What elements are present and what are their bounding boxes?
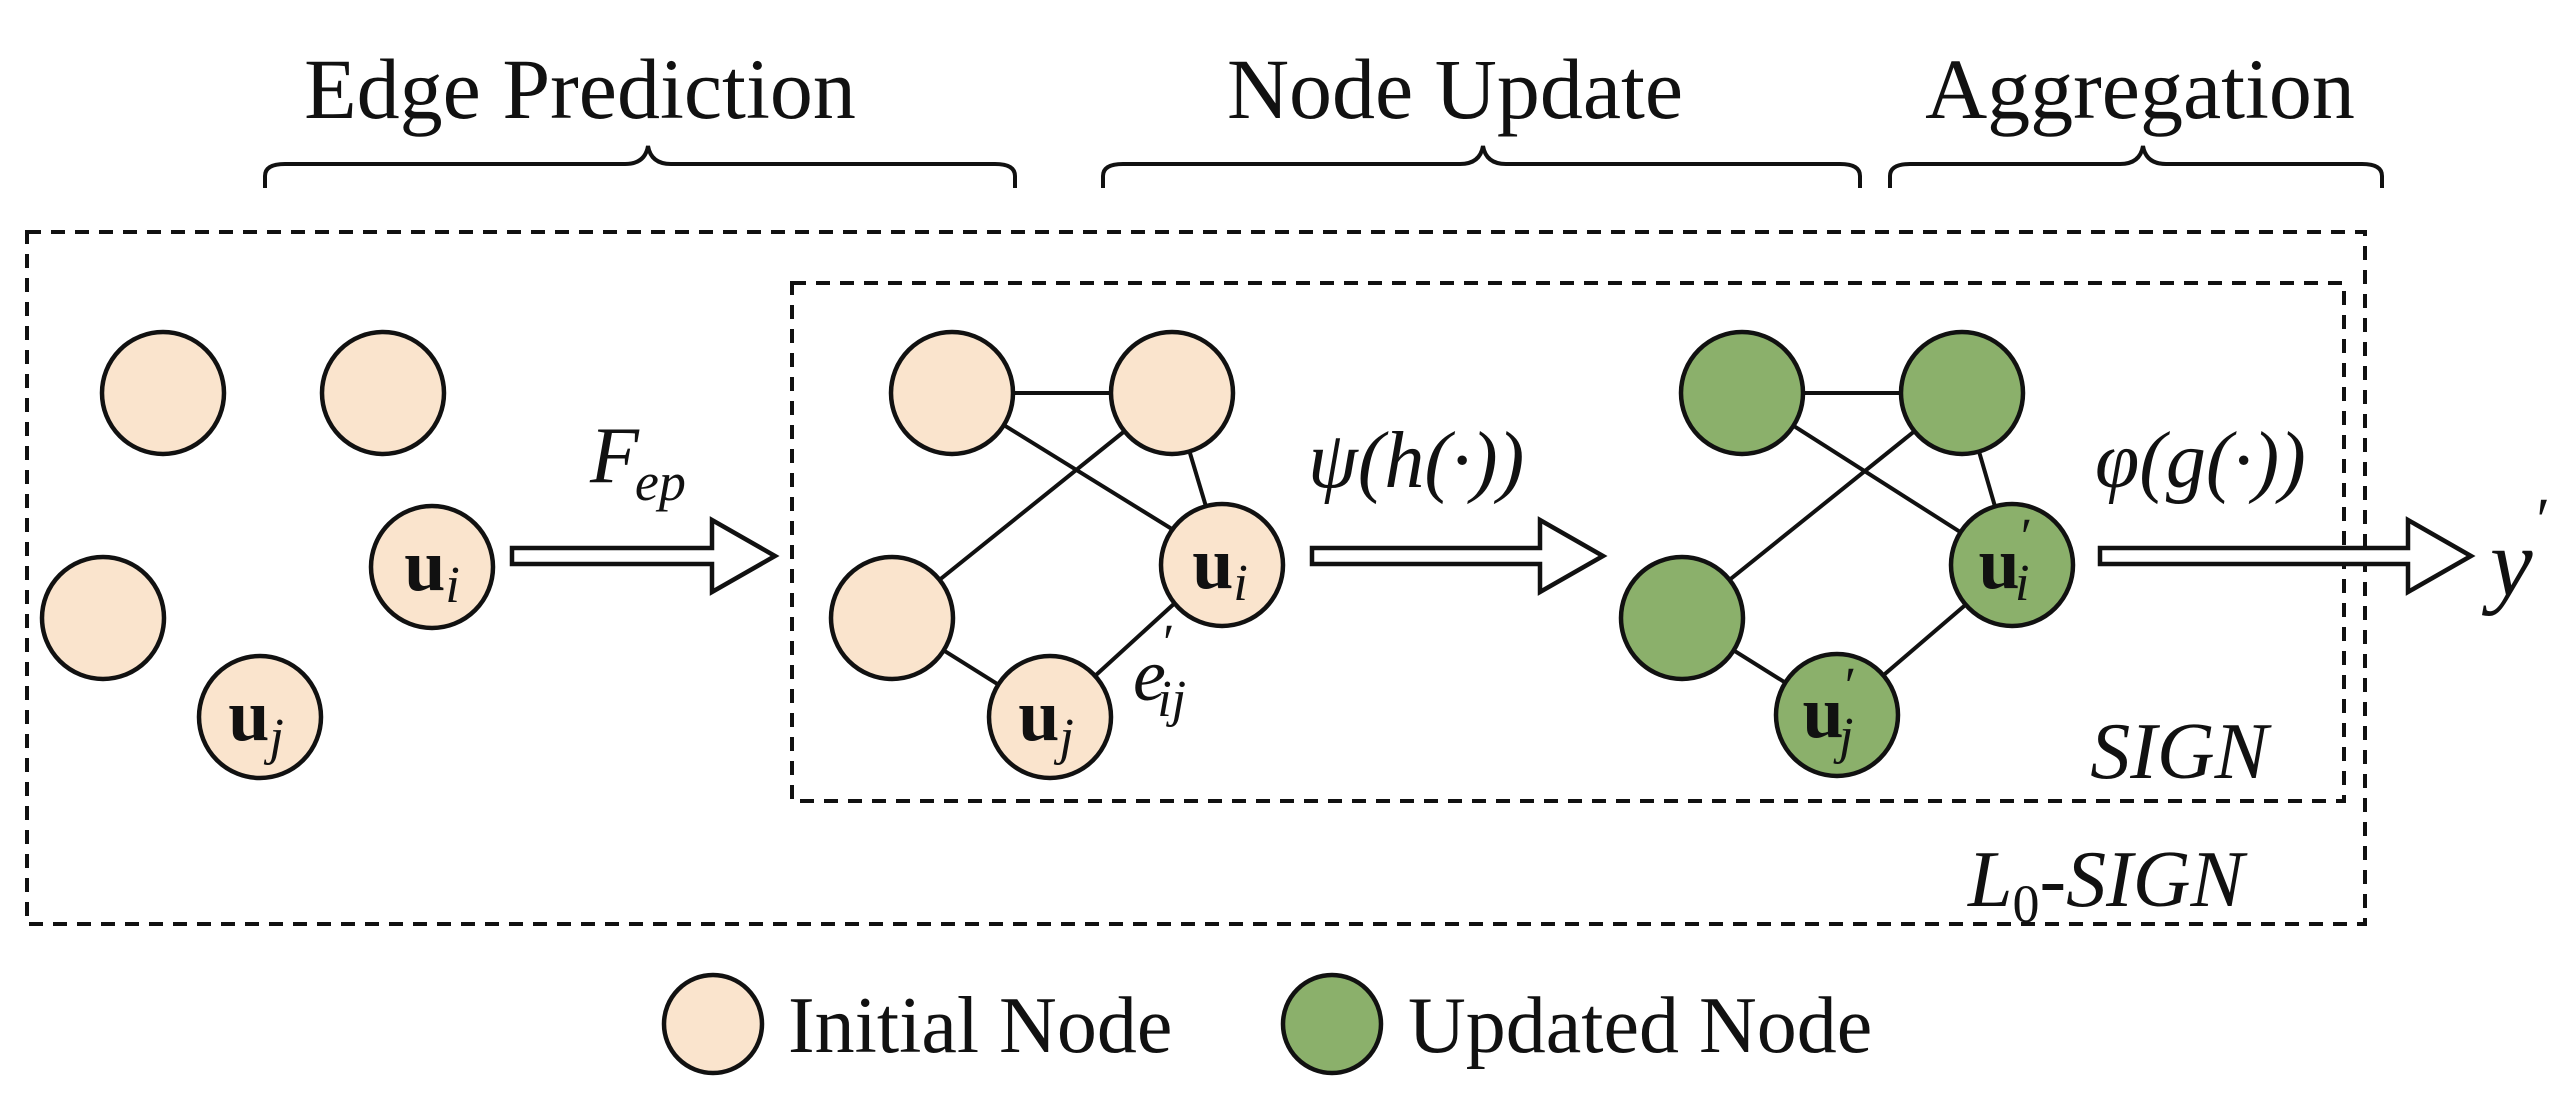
middle-nodes — [828, 329, 1286, 781]
stage-title-node-update: Node Update — [1227, 41, 1683, 137]
operator-psi: ψ(h(·)) — [1308, 417, 1524, 505]
node-initial — [828, 554, 956, 682]
legend-initial-swatch — [661, 972, 765, 1076]
node-initial — [39, 554, 167, 682]
node-label-uj-middle: uj — [1018, 675, 1074, 766]
node-ui-left — [368, 503, 496, 631]
node-updated — [1898, 329, 2026, 457]
node-label-uj-updated: u′j — [1803, 658, 1855, 765]
node-uj-left — [196, 653, 324, 781]
box-label-sign: SIGN — [2090, 708, 2272, 796]
right-nodes — [1618, 329, 2076, 779]
legend-initial-label: Initial Node — [788, 982, 1172, 1070]
arrow-node-update — [1309, 516, 1608, 596]
arrow-edge-prediction — [509, 516, 780, 596]
stage-title-edge-prediction: Edge Prediction — [304, 41, 856, 137]
left-nodes — [39, 329, 496, 781]
node-label-uj-left: uj — [228, 675, 284, 766]
operator-f-ep: Fep — [589, 412, 686, 512]
edge-label-eij: e′ij — [1133, 615, 1186, 728]
legend: Initial Node Updated Node — [661, 972, 1872, 1076]
output-y-prime: y′ — [2481, 487, 2548, 616]
stage-title-aggregation: Aggregation — [1925, 41, 2355, 137]
node-label-ui-updated: u′i — [1979, 509, 2031, 612]
brace-edge-prediction — [263, 145, 1017, 188]
node-initial — [99, 329, 227, 457]
legend-updated-swatch — [1280, 972, 1384, 1076]
legend-updated-label: Updated Node — [1408, 982, 1872, 1070]
node-label-ui-left: ui — [404, 525, 460, 614]
node-initial — [319, 329, 447, 457]
operator-phi: φ(g(·)) — [2095, 417, 2306, 505]
node-label-ui-middle: ui — [1192, 523, 1248, 612]
node-ui-updated — [1948, 501, 2076, 629]
node-initial — [1108, 329, 1236, 457]
brace-aggregation — [1888, 145, 2384, 188]
l0-sign-box — [25, 230, 2367, 926]
sign-box — [790, 281, 2346, 803]
box-label-l0-sign: L0-SIGN — [1967, 836, 2249, 934]
node-uj-updated — [1773, 651, 1901, 779]
node-uj-middle — [986, 653, 1114, 781]
node-initial — [888, 329, 1016, 457]
arrow-aggregation — [2097, 516, 2476, 596]
node-updated — [1618, 554, 1746, 682]
brace-node-update — [1101, 145, 1862, 188]
node-ui-middle — [1158, 501, 1286, 629]
node-updated — [1678, 329, 1806, 457]
